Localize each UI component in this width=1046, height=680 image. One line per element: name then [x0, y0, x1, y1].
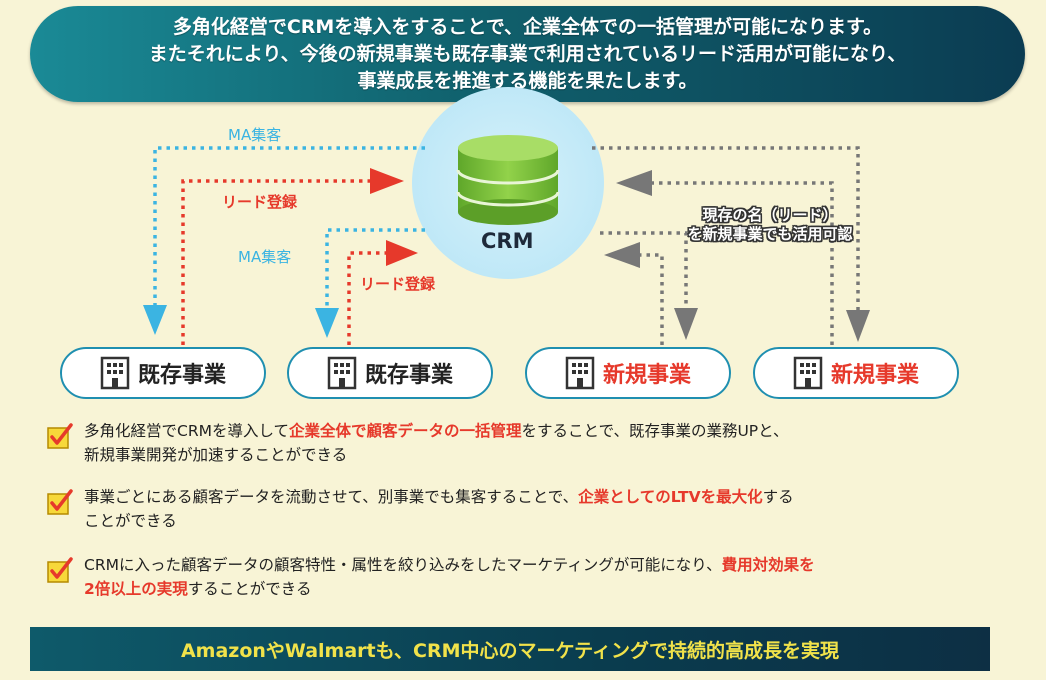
banner-line-3: 事業成長を推進する機能を果たします。	[357, 69, 698, 92]
gray-outer-top-line	[592, 146, 860, 312]
database-icon	[456, 135, 560, 225]
text-segment: する	[762, 488, 794, 506]
checkbox-checked-icon	[47, 557, 73, 583]
highlight-segment: 企業としてのLTVを最大化	[578, 488, 763, 506]
business-label: 新規事業	[602, 363, 691, 388]
header-banner: 多角化経営でCRMを導入をすることで、企業全体での一括管理が可能になります。 ま…	[30, 6, 1025, 102]
ma-inner-arrowhead	[315, 308, 339, 338]
gray-inner-down-arrowhead	[674, 308, 698, 340]
banner-line-1: 多角化経営でCRMを導入をすることで、企業全体での一括管理が可能になります。	[172, 15, 883, 38]
lead-outer-label: リード登録	[222, 193, 298, 211]
lead-reuse-note-line2: を新規事業でも活用可認	[687, 225, 853, 243]
business-label: 新規事業	[830, 363, 919, 388]
lead-reuse-note: 現存の名（リード） を新規事業でも活用可認	[664, 206, 876, 244]
crm-label: CRM	[481, 229, 534, 253]
business-box-existing-2: 既存事業	[287, 347, 493, 399]
footer-banner: AmazonやWalmartも、CRM中心のマーケティングで持続的高成長を実現	[30, 627, 990, 671]
highlight-segment: 2倍以上の実現	[84, 580, 188, 598]
banner-line-2: またそれにより、今後の新規事業も既存事業で利用されているリード活用が可能になり、	[148, 42, 907, 65]
business-label: 既存事業	[137, 363, 226, 388]
flow-diagram	[143, 87, 870, 345]
text-segment: することができる	[187, 580, 312, 598]
lead-inner-arrow	[347, 251, 387, 345]
ma-outer-arrow	[153, 146, 425, 305]
text-segment: 多角化経営でCRMを導入して	[84, 422, 290, 440]
building-icon	[793, 356, 823, 390]
business-box-existing-1: 既存事業	[60, 347, 266, 399]
building-icon	[327, 356, 357, 390]
ma-inner-arrow	[325, 228, 425, 308]
building-icon	[100, 356, 130, 390]
check-text-1: 多角化経営でCRMを導入して企業全体で顧客データの一括管理をすることで、既存事業…	[84, 419, 974, 467]
text-segment: 新規事業開発が加速することができる	[84, 446, 348, 464]
ma-outer-arrowhead	[143, 305, 167, 335]
highlight-segment: 企業全体で顧客データの一括管理	[289, 422, 522, 440]
text-segment: をすることで、既存事業の業務UPと、	[521, 422, 789, 440]
gray-inner-top-line	[600, 231, 688, 310]
gray-inner-left-arrowhead	[604, 242, 640, 268]
building-icon	[565, 356, 595, 390]
lead-inner-label: リード登録	[360, 275, 436, 293]
lead-outer-arrow	[181, 179, 372, 345]
ma-inner-label: MA集客	[238, 248, 292, 266]
business-label: 既存事業	[364, 363, 453, 388]
checkbox-checked-icon	[47, 423, 73, 449]
footer-text: AmazonやWalmartも、CRM中心のマーケティングで持続的高成長を実現	[180, 639, 840, 662]
text-segment: CRMに入った顧客データの顧客特性・属性を絞り込みをしたマーケティングが可能にな…	[84, 556, 722, 574]
text-segment: 事業ごとにある顧客データを流動させて、別事業でも集客することで、	[84, 488, 579, 506]
check-text-2: 事業ごとにある顧客データを流動させて、別事業でも集客することで、企業としてのLT…	[84, 485, 974, 533]
checkbox-checked-icon	[47, 489, 73, 515]
check-text-3: CRMに入った顧客データの顧客特性・属性を絞り込みをしたマーケティングが可能にな…	[84, 553, 974, 601]
lead-reuse-note-line1: 現存の名（リード）	[702, 206, 838, 224]
gray-outer-down-arrowhead	[846, 310, 870, 342]
gray-inner-back-line	[638, 253, 664, 345]
lead-inner-arrowhead	[386, 240, 418, 266]
gray-outer-left-arrowhead	[616, 170, 652, 196]
business-box-new-2: 新規事業	[753, 347, 959, 399]
lead-outer-arrowhead	[370, 168, 404, 194]
gray-outer-back-line	[650, 181, 834, 345]
ma-outer-label: MA集客	[228, 126, 282, 144]
text-segment: ことができる	[84, 512, 177, 530]
business-box-new-1: 新規事業	[525, 347, 731, 399]
highlight-segment: 費用対効果を	[721, 556, 815, 574]
